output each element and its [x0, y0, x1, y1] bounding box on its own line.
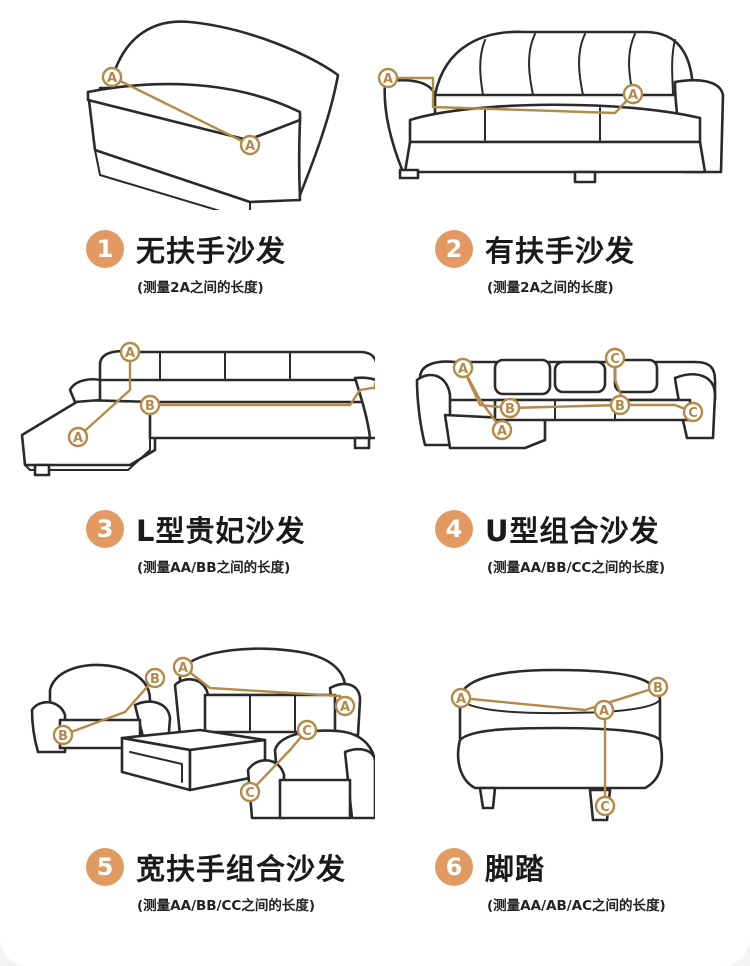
svg-text:A: A [599, 704, 609, 719]
ottoman-illustration: A A B C [450, 668, 669, 822]
marker-a: A [119, 341, 141, 363]
marker-c: C [682, 401, 704, 423]
marker-a: A [622, 83, 644, 105]
marker-a: A [67, 426, 89, 448]
step-number-badge: 1 [86, 230, 124, 268]
caption: 6 脚踏 [435, 846, 545, 888]
marker-a: A [239, 134, 261, 156]
guide-item-l-shaped-sofa: A A B B 3 L型贵妃沙发 (测量AA/BB之间的长度) [0, 320, 375, 590]
item-title: L型贵妃沙发 [136, 514, 306, 548]
svg-text:C: C [302, 724, 312, 739]
marker-a: A [452, 357, 474, 379]
measurement-note: (测量AA/AB/AC之间的长度) [487, 898, 666, 914]
svg-text:C: C [610, 352, 620, 367]
marker-b: B [139, 394, 161, 416]
svg-text:A: A [245, 139, 255, 154]
svg-text:B: B [615, 399, 625, 414]
measurement-note: (测量AA/BB之间的长度) [137, 560, 291, 576]
svg-text:B: B [58, 729, 68, 744]
l-shaped-sofa-illustration: A A B B [20, 341, 375, 477]
svg-text:A: A [497, 424, 507, 439]
svg-text:C: C [688, 406, 698, 421]
item-title: 无扶手沙发 [136, 234, 287, 268]
svg-text:A: A [456, 692, 466, 707]
item-title: U型组合沙发 [485, 514, 660, 548]
marker-a: A [491, 419, 513, 441]
step-number-badge: 2 [435, 230, 473, 268]
u-shaped-sofa-illustration: A A B B C C [415, 347, 717, 450]
caption: 3 L型贵妃沙发 [86, 508, 305, 550]
guide-item-ottoman: A A B C 6 脚踏 (测量AA/AB/AC之间的长度) [375, 640, 750, 920]
svg-text:A: A [383, 72, 393, 87]
guide-item-armless-sofa: A A 1 无扶手沙发 (测量2A之间的长度) [0, 0, 375, 310]
svg-text:B: B [505, 402, 515, 417]
svg-text:B: B [653, 681, 663, 696]
marker-b: B [647, 676, 669, 698]
step-number-badge: 5 [86, 848, 124, 886]
svg-text:A: A [73, 431, 83, 446]
item-title: 宽扶手组合沙发 [136, 852, 347, 886]
step-number-badge: 6 [435, 848, 473, 886]
marker-c: C [296, 719, 318, 741]
svg-text:C: C [245, 786, 255, 801]
guide-item-u-shaped-sofa: A A B B C C 4 U型组合沙发 (测量AA/BB/CC之间的长度) [375, 320, 750, 590]
svg-text:B: B [145, 399, 155, 414]
marker-c: C [239, 781, 261, 803]
svg-text:A: A [125, 346, 135, 361]
marker-a: A [172, 656, 194, 678]
marker-c: C [594, 795, 616, 817]
guide-item-sofa-with-arms: A A 2 有扶手沙发 (测量2A之间的长度) [375, 0, 750, 310]
svg-text:A: A [178, 661, 188, 676]
svg-text:A: A [628, 88, 638, 103]
sofa-with-arms-illustration: A A [377, 30, 725, 184]
caption: 5 宽扶手组合沙发 [86, 846, 346, 888]
marker-b: B [499, 397, 521, 419]
marker-a: A [450, 687, 472, 709]
marker-a: A [593, 699, 615, 721]
caption: 1 无扶手沙发 [86, 228, 286, 270]
guide-item-wide-arm-sofa-set: B B A A C C 5 宽扶手组合沙发 (测量AA/BB/CC之间的长度) [0, 640, 375, 920]
marker-b: B [609, 394, 631, 416]
measurement-note: (测量AA/BB/CC之间的长度) [137, 898, 315, 914]
marker-c: C [604, 347, 626, 369]
svg-text:A: A [340, 700, 350, 715]
item-title: 有扶手沙发 [485, 234, 636, 268]
step-number-badge: 3 [86, 510, 124, 548]
caption: 4 U型组合沙发 [435, 508, 660, 550]
marker-a: A [377, 67, 399, 89]
armless-sofa-illustration: A A [86, 20, 340, 210]
marker-a: A [101, 66, 123, 88]
svg-text:C: C [600, 800, 610, 815]
caption: 2 有扶手沙发 [435, 228, 635, 270]
marker-a: A [334, 695, 356, 717]
measurement-note: (测量2A之间的长度) [487, 280, 614, 296]
measurement-note: (测量2A之间的长度) [137, 280, 264, 296]
svg-text:B: B [150, 672, 160, 687]
step-number-badge: 4 [435, 510, 473, 548]
wide-arm-sofa-set-illustration: B B A A C C [30, 647, 375, 820]
svg-text:A: A [107, 71, 117, 86]
marker-b: B [144, 667, 166, 689]
item-title: 脚踏 [485, 852, 546, 886]
measurement-note: (测量AA/BB/CC之间的长度) [487, 560, 665, 576]
svg-text:A: A [458, 362, 468, 377]
marker-b: B [52, 724, 74, 746]
